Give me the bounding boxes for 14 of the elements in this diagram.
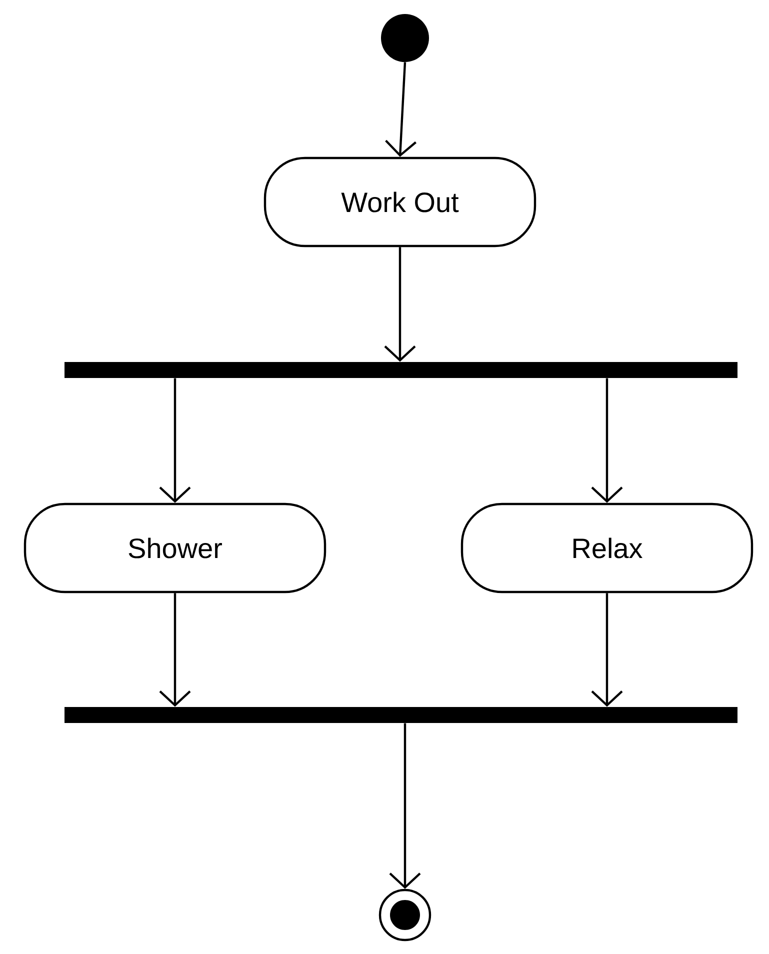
arrow bbox=[385, 62, 416, 157]
arrow bbox=[384, 247, 416, 362]
sync-bar bbox=[64, 362, 738, 378]
sync-bar bbox=[64, 707, 738, 723]
arrow bbox=[591, 378, 623, 503]
arrow bbox=[389, 723, 421, 889]
initial-node bbox=[381, 14, 429, 62]
final-node bbox=[378, 888, 432, 942]
arrow bbox=[159, 593, 191, 707]
action-box: Work Out bbox=[264, 156, 536, 248]
action-box: Shower bbox=[24, 502, 326, 594]
action-box: Relax bbox=[460, 502, 754, 594]
arrow bbox=[159, 378, 191, 503]
arrow bbox=[591, 593, 623, 707]
